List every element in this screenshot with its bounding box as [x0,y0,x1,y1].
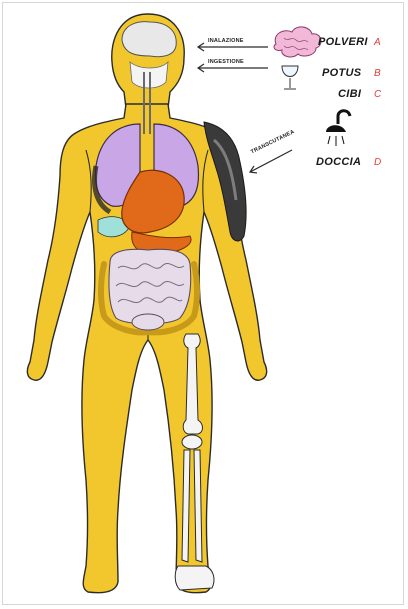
small-intestine [109,249,191,324]
glass-icon [282,66,298,89]
source-potus-letter: B [374,68,381,79]
source-polveri: POLVERI [318,36,368,48]
dust-cloud-icon [274,27,321,57]
foot-bones [175,566,214,590]
knee-cap [182,435,202,449]
ingestion-arrow [198,64,268,72]
inhalation-label: INALAZIONE [208,38,244,44]
bladder [132,314,164,330]
source-doccia: DOCCIA [316,156,361,168]
source-polveri-letter: A [374,37,381,48]
source-potus: POTUS [322,67,361,79]
source-cibi: CIBI [338,88,361,100]
tibia [182,450,190,562]
brain [122,22,176,57]
source-doccia-letter: D [374,157,381,168]
shower-icon [326,111,350,146]
source-cibi-letter: C [374,89,381,100]
ingestion-label: INGESTIONE [208,59,244,65]
inhalation-arrow [198,43,268,51]
